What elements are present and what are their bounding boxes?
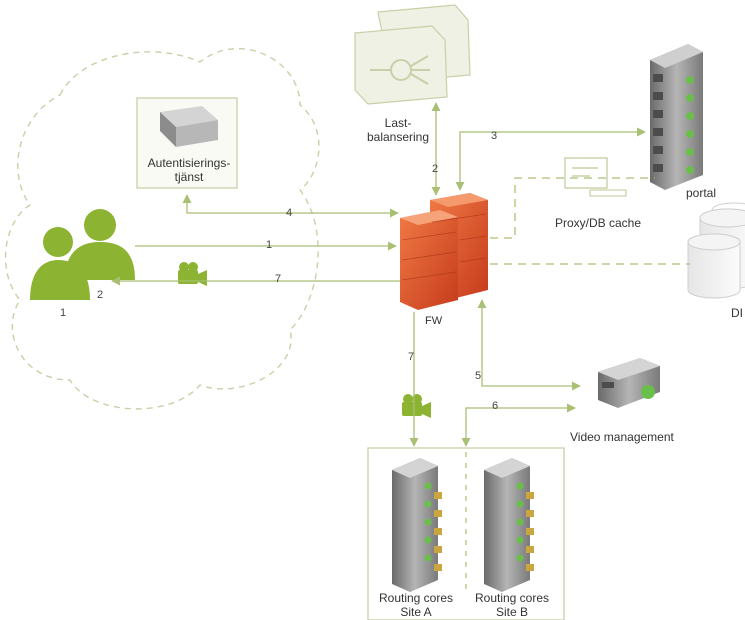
routing-site-b-label-line1: Routing cores bbox=[474, 591, 550, 605]
portal-label: portal bbox=[686, 186, 717, 200]
proxy-db-cache-label: Proxy/DB cache bbox=[555, 216, 642, 230]
routing-core-site-b-icon bbox=[484, 458, 534, 592]
load-balancing-label-line2: balansering bbox=[366, 130, 430, 144]
user-single-number: 2 bbox=[97, 289, 104, 301]
connection-5-number: 5 bbox=[475, 370, 482, 382]
user-group-icon bbox=[30, 209, 135, 300]
connection-7-user-number: 7 bbox=[275, 273, 282, 285]
user-cloud bbox=[4, 48, 320, 410]
connection-3 bbox=[455, 127, 646, 191]
firewall-icon bbox=[400, 193, 488, 310]
auth-service-label: Autentisierings- tjänst bbox=[148, 156, 231, 184]
connection-1-number: 1 bbox=[266, 239, 273, 251]
connection-6-number: 6 bbox=[492, 400, 499, 412]
load-balancing-label-line1: Last- bbox=[384, 116, 412, 130]
auth-service-icon bbox=[160, 106, 218, 147]
connection-7-routing-number: 7 bbox=[408, 351, 415, 363]
auth-service-label-line1: Autentisierings- bbox=[147, 156, 231, 170]
camera-icon bbox=[402, 394, 431, 418]
routing-site-a-label-line2: Site A bbox=[400, 605, 432, 619]
user-group-number: 1 bbox=[60, 307, 67, 319]
portal-server-icon bbox=[650, 44, 703, 190]
routing-site-a-label: Routing cores Site A bbox=[379, 591, 453, 619]
routing-site-b-label: Routing cores Site B bbox=[475, 591, 549, 619]
database-icon bbox=[687, 202, 745, 299]
fw-label: FW bbox=[425, 315, 443, 327]
connection-6 bbox=[461, 403, 576, 447]
proxy-db-cache-icon bbox=[564, 157, 627, 197]
connection-5 bbox=[477, 299, 581, 391]
video-management-label: Video management bbox=[570, 430, 674, 444]
connection-3-number: 3 bbox=[491, 130, 498, 142]
connection-2-number: 2 bbox=[432, 163, 439, 175]
connection-4-number: 4 bbox=[286, 207, 293, 219]
proxy-link bbox=[490, 177, 655, 239]
db-label: DI bbox=[731, 306, 743, 320]
routing-core-site-a-icon bbox=[392, 458, 442, 592]
routing-site-a-label-line1: Routing cores bbox=[378, 591, 454, 605]
load-balancer-icon bbox=[354, 4, 471, 105]
load-balancing-label: Last- balansering bbox=[367, 116, 429, 144]
connection-4 bbox=[182, 194, 399, 218]
video-management-server-icon bbox=[598, 358, 660, 408]
auth-service-label-line2: tjänst bbox=[174, 170, 204, 184]
routing-site-b-label-line2: Site B bbox=[495, 605, 529, 619]
